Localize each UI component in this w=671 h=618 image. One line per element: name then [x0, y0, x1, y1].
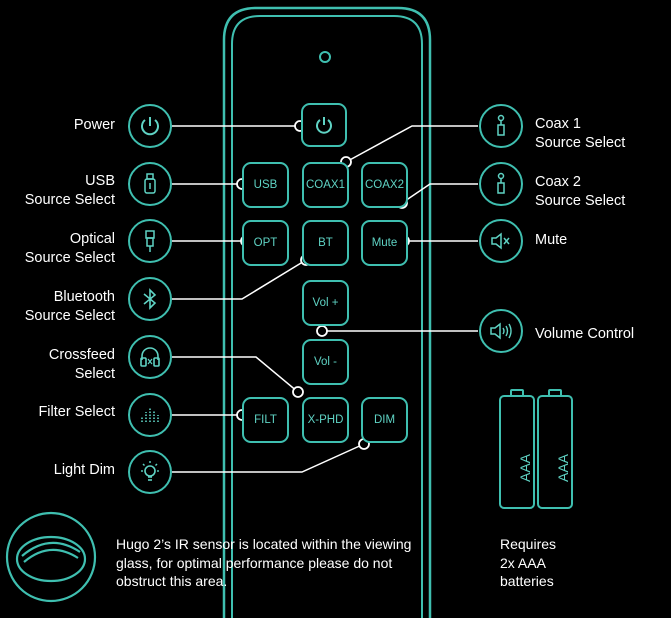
mute-button[interactable]: Mute: [361, 220, 408, 266]
sensor-note-line2: glass, for optimal performance please do…: [116, 554, 393, 571]
sensor-note-line3: obstruct this area.: [116, 573, 228, 589]
bluetooth-callout: [128, 277, 172, 321]
equalizer-icon: [141, 408, 159, 422]
sensor-note-line1: Hugo 2’s IR sensor is located within the…: [116, 536, 412, 552]
optical-label: Optical Source Select: [25, 230, 115, 268]
power-icon: [141, 117, 159, 136]
coax-connector-icon: [497, 114, 505, 136]
battery-note: Requires 2x AAA batteries: [500, 535, 556, 591]
coax1-button[interactable]: COAX1: [302, 162, 349, 208]
filter-callout: [128, 393, 172, 437]
power-button[interactable]: [301, 103, 347, 147]
battery-note-line2: 2x AAA: [500, 554, 546, 571]
optical-label-line1: Optical: [69, 231, 115, 247]
battery-note-line1: Requires: [500, 536, 557, 552]
bluetooth-label-line1: Bluetooth: [53, 289, 115, 305]
batteries-illustration: [499, 389, 573, 509]
volume-callout: [479, 309, 523, 353]
sensor-note: Hugo 2’s IR sensor is located within the…: [116, 535, 411, 591]
usb-label-line1: USB: [85, 173, 115, 189]
opt-button[interactable]: OPT: [242, 220, 289, 266]
mute-label: Mute: [535, 232, 568, 248]
connector-lines: [172, 125, 478, 473]
crossfeed-label-line2: Select: [74, 366, 115, 382]
power-icon: [316, 117, 332, 134]
coax2-callout: [479, 162, 523, 206]
filt-button[interactable]: FILT: [242, 397, 289, 443]
optical-connector-icon: [145, 230, 155, 252]
bluetooth-label-line2: Source Select: [24, 308, 115, 324]
speaker-mute-icon: [491, 232, 510, 250]
battery-label-2: AAA: [555, 453, 571, 482]
xphd-button[interactable]: X-PHD: [302, 397, 349, 443]
remote-outline-outer: [222, 6, 432, 618]
light-dim-callout: [128, 450, 172, 494]
usb-label-line2: Source Select: [24, 192, 115, 208]
coax2-label-line1: Coax 2: [535, 174, 581, 190]
dim-button[interactable]: DIM: [361, 397, 408, 443]
coax-connector-icon: [497, 172, 505, 194]
lightbulb-icon: [141, 461, 159, 481]
coax1-label-line1: Coax 1: [535, 116, 581, 132]
headphones-icon: [140, 347, 160, 367]
battery-label-1: AAA: [517, 453, 533, 482]
volume-label: Volume Control: [535, 326, 635, 342]
coax2-label-line2: Source Select: [535, 193, 626, 209]
coax1-label-line2: Source Select: [535, 135, 626, 151]
coax2-button[interactable]: COAX2: [361, 162, 408, 208]
coax1-callout: [479, 104, 523, 148]
light-dim-label: Light Dim: [53, 462, 115, 478]
optical-callout: [128, 219, 172, 263]
power-label: Power: [73, 117, 115, 133]
speaker-volume-icon: [490, 322, 512, 340]
coax1-label: Coax 1 Source Select: [535, 115, 625, 153]
bluetooth-icon: [143, 288, 157, 310]
mute-callout: [479, 219, 523, 263]
crossfeed-callout: [128, 335, 172, 379]
ir-led: [319, 51, 331, 63]
crossfeed-label-line1: Crossfeed: [48, 347, 115, 363]
battery-note-line3: batteries: [500, 573, 554, 589]
vol-down-button[interactable]: Vol -: [302, 339, 349, 385]
bt-button[interactable]: BT: [302, 220, 349, 266]
crossfeed-label: Crossfeed Select: [49, 346, 115, 384]
usb-connector-icon: [144, 173, 156, 194]
coax2-label: Coax 2 Source Select: [535, 173, 625, 211]
vol-up-button[interactable]: Vol +: [302, 280, 349, 326]
remote-outline-inner: [231, 15, 423, 618]
sensor-glass-icon: [5, 511, 97, 603]
usb-callout: [128, 162, 172, 206]
power-callout: [128, 104, 172, 148]
optical-label-line2: Source Select: [24, 250, 115, 266]
bluetooth-label: Bluetooth Source Select: [25, 288, 115, 326]
usb-button[interactable]: USB: [242, 162, 289, 208]
filter-label: Filter Select: [38, 404, 115, 420]
usb-label: USB Source Select: [25, 172, 115, 210]
